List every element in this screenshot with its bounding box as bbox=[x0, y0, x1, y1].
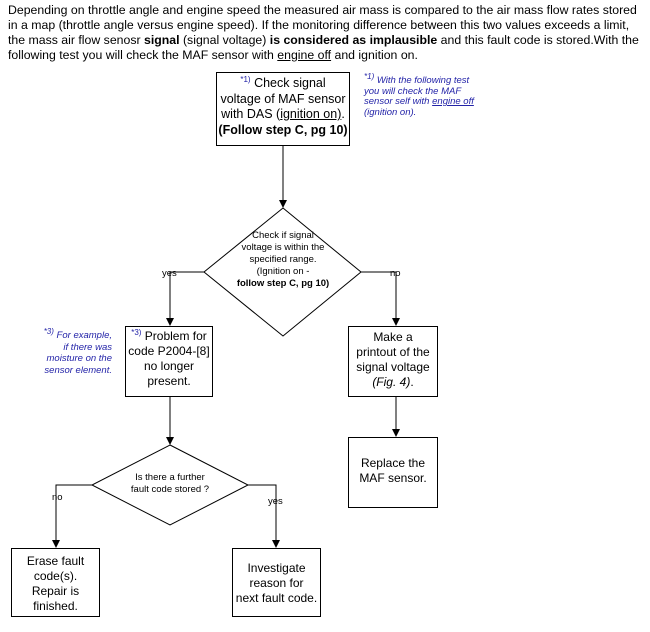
decision1-line4: (Ignition on - bbox=[256, 266, 310, 277]
replace-box: Replace the MAF sensor. bbox=[348, 437, 438, 508]
footnote-3-line1: For example, bbox=[53, 330, 112, 341]
decision2-line2: fault code stored ? bbox=[130, 484, 210, 495]
printout-line2: printout of the bbox=[356, 345, 430, 359]
footnote-1-line4: (ignition on). bbox=[364, 106, 417, 118]
footnote-1-line1: With the following test bbox=[374, 75, 470, 86]
label-yes-2: yes bbox=[268, 496, 283, 507]
erase-box: Erase fault code(s). Repair is finished. bbox=[11, 548, 100, 617]
erase-line3: Repair is bbox=[31, 584, 80, 598]
footnote-1-line3: sensor self with bbox=[364, 96, 433, 107]
footnote-3-line3: moisture on the bbox=[46, 353, 112, 364]
intro-paragraph: Depending on throttle angle and engine s… bbox=[8, 3, 644, 63]
step1-footnote-ref: *1) bbox=[240, 74, 251, 84]
decision2-text: Is there a further fault code stored ? bbox=[110, 472, 230, 496]
intro-underline-engine-off: engine off bbox=[277, 48, 332, 62]
decision1-line3: specified range. bbox=[249, 254, 317, 265]
problem-line4: present. bbox=[147, 374, 191, 388]
printout-fig-ref: (Fig. 4) bbox=[372, 375, 411, 389]
problem-line3: no longer bbox=[143, 359, 195, 373]
intro-bold-signal: signal bbox=[144, 33, 180, 47]
footnote-3: *3) For example, if there was moisture o… bbox=[14, 326, 112, 376]
label-no-1: no bbox=[390, 268, 401, 279]
connector-decision2-no bbox=[52, 484, 92, 548]
decision1-diamond bbox=[203, 207, 362, 337]
step1-box: *1) Check signal voltage of MAF sensor w… bbox=[216, 72, 350, 146]
printout-line1: Make a bbox=[373, 330, 413, 344]
intro-text-1: Depending on throttle angle and engine s… bbox=[8, 3, 637, 47]
erase-line2: code(s). bbox=[33, 569, 78, 583]
decision1-line2: voltage is within the bbox=[241, 242, 325, 253]
step1-line3b: . bbox=[341, 107, 345, 121]
footnote-1-ref: *1) bbox=[364, 71, 375, 81]
connector-decision1-yes bbox=[166, 271, 204, 326]
problem-line2: code P2004-[8] bbox=[128, 344, 210, 358]
decision2-line1: Is there a further bbox=[135, 472, 205, 483]
problem-footnote-ref: *3) bbox=[131, 328, 142, 337]
decision1-text: Check if signal voltage is within the sp… bbox=[213, 230, 353, 290]
intro-text-2: (signal voltage) bbox=[179, 33, 270, 47]
step1-line3-underlined: ignition on) bbox=[280, 107, 342, 121]
erase-line1: Erase fault bbox=[26, 554, 85, 568]
investigate-line3: next fault code. bbox=[235, 591, 318, 605]
footnote-3-ref: *3) bbox=[43, 326, 54, 336]
step1-line2: voltage of MAF sensor bbox=[220, 91, 346, 106]
investigate-line2: reason for bbox=[249, 576, 304, 590]
intro-bold-implausible: is considered as implausible bbox=[269, 33, 438, 47]
step1-line1: Check signal bbox=[250, 76, 326, 90]
replace-line2: MAF sensor. bbox=[359, 471, 427, 485]
decision1-line5: follow step C, pg 10) bbox=[236, 278, 330, 289]
step1-line3a: with DAS ( bbox=[221, 107, 281, 121]
erase-line4: finished. bbox=[33, 599, 78, 613]
problem-box: *3) Problem for code P2004-[8] no longer… bbox=[125, 326, 213, 397]
footnote-1-underlined: engine off bbox=[432, 96, 474, 107]
step1-line4: (Follow step C, pg 10) bbox=[218, 122, 348, 137]
connector-decision1-no bbox=[361, 271, 400, 326]
footnote-1: *1) With the following test you will che… bbox=[364, 72, 504, 118]
printout-period: . bbox=[410, 375, 414, 389]
label-yes-1: yes bbox=[162, 268, 177, 279]
problem-line1: Problem for bbox=[141, 329, 207, 343]
intro-text-4: and ignition on. bbox=[331, 48, 418, 62]
connector-decision2-yes bbox=[248, 484, 280, 548]
intro-text-3: and this fault code is stored.With the f… bbox=[8, 33, 639, 62]
footnote-3-line2: if there was bbox=[63, 341, 112, 353]
printout-box: Make a printout of the signal voltage (F… bbox=[348, 326, 438, 397]
investigate-box: Investigate reason for next fault code. bbox=[232, 548, 321, 617]
footnote-3-line4: sensor element. bbox=[44, 364, 112, 376]
printout-line3: signal voltage bbox=[356, 360, 430, 374]
label-no-2: no bbox=[52, 492, 63, 503]
investigate-line1: Investigate bbox=[247, 561, 306, 575]
decision1-line1: Check if signal bbox=[252, 230, 314, 241]
replace-line1: Replace the bbox=[360, 456, 426, 470]
footnote-1-line2: you will check the MAF bbox=[364, 85, 462, 97]
decision2-diamond bbox=[90, 444, 250, 526]
